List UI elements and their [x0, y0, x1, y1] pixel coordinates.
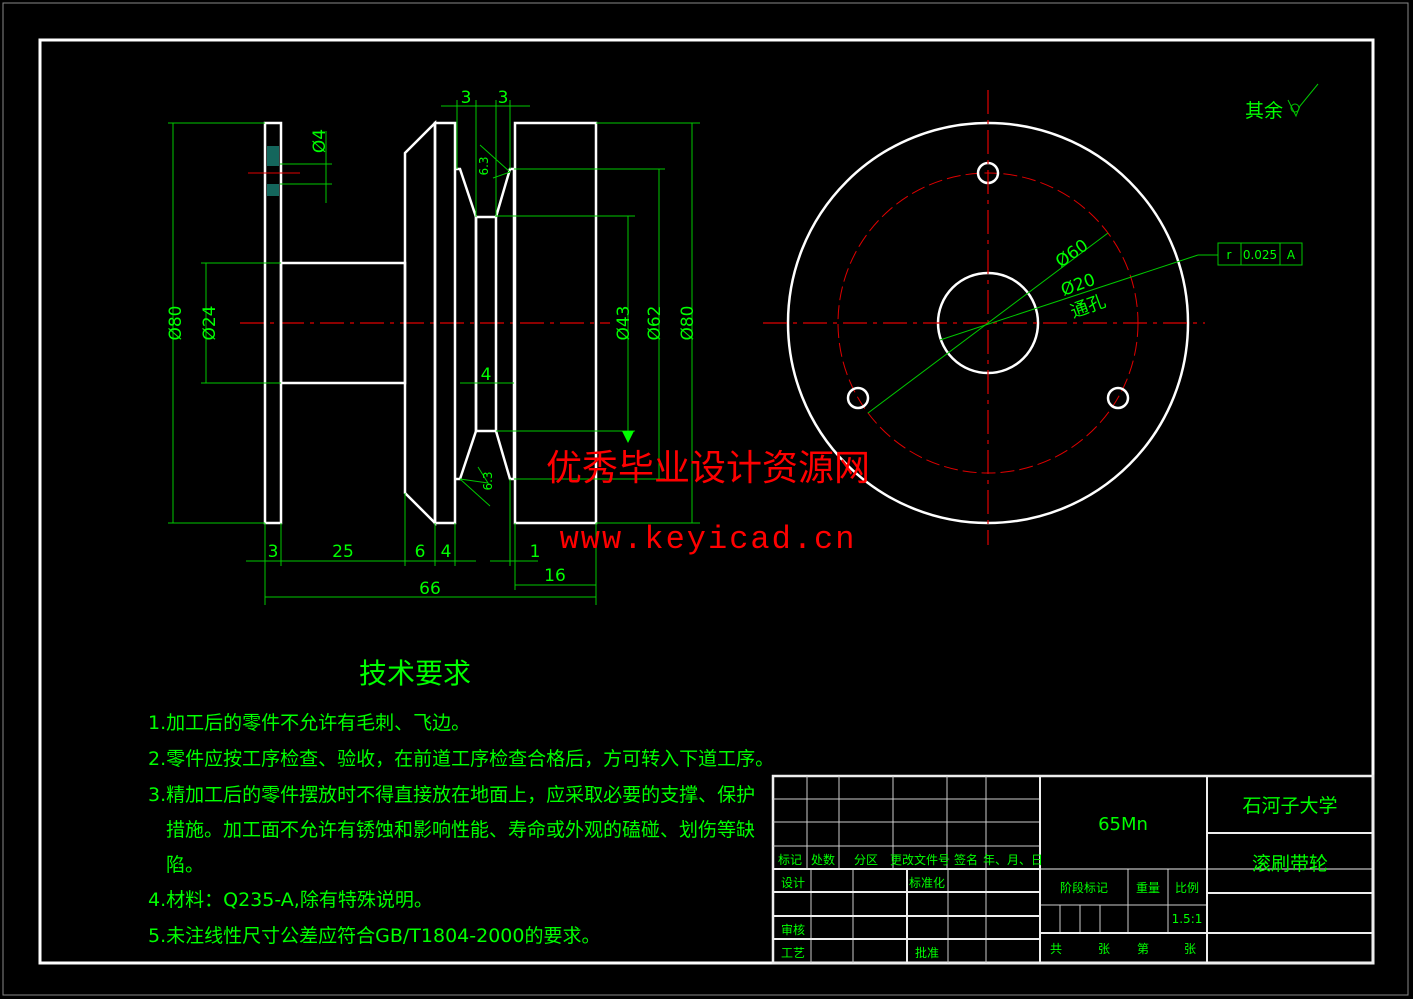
title-block: 标记 处数 分区 更改文件号 签名 年、月、日 设计 标准化 审核 工艺 批准 … — [771, 774, 1375, 965]
dim-25: 25 — [332, 542, 354, 562]
label-standardize: 标准化 — [909, 876, 945, 890]
material: 65Mn — [1098, 814, 1148, 835]
label-process: 工艺 — [781, 946, 805, 960]
requirement-item: 1.加工后的零件不允许有毛刺、飞边。 — [148, 712, 470, 734]
dim-d80-right: Ø80 — [678, 305, 698, 340]
requirement-item: 2.零件应按工序检查、验收，在前道工序检查合格后，方可转入下道工序。 — [148, 748, 774, 770]
dim-d62: Ø62 — [645, 305, 665, 340]
dim-4: 4 — [441, 542, 452, 562]
label-approve: 批准 — [915, 945, 939, 960]
drawing-frame — [38, 38, 1375, 965]
dim-16: 16 — [544, 566, 566, 586]
header-zone: 分区 — [854, 853, 878, 867]
header-mark: 标记 — [778, 853, 802, 867]
dim-d60: Ø60 — [1052, 236, 1092, 272]
dim-top-3b: 3 — [498, 88, 509, 108]
header-change-doc: 更改文件号 — [890, 852, 950, 867]
dim-1: 1 — [530, 542, 541, 562]
section-hatch — [267, 184, 279, 196]
wheel-body — [513, 121, 598, 525]
section-hatch — [267, 146, 279, 166]
bolt-hole — [1106, 386, 1130, 410]
school-name: 石河子大学 — [1242, 795, 1337, 817]
requirement-item: 措施。加工面不允许有锈蚀和影响性能、寿命或外观的磕碰、划伤等缺 — [166, 819, 755, 841]
label-review: 审核 — [781, 922, 805, 937]
requirement-item: 3.精加工后的零件摆放时不得直接放在地面上，应采取必要的支撑、保护 — [148, 784, 755, 806]
watermark-url: www.keyicad.cn — [560, 521, 857, 558]
dim-d80-left: Ø80 — [166, 305, 186, 340]
requirement-item: 5.未注线性尺寸公差应符合GB/T1804-2000的要求。 — [148, 925, 600, 947]
label-sheet-no: 第 — [1137, 942, 1149, 956]
header-date: 年、月、日 — [983, 853, 1043, 867]
label-stage-mark: 阶段标记 — [1060, 880, 1108, 895]
dim-3: 3 — [268, 542, 279, 562]
requirement-item: 4.材料：Q235-A,除有特殊说明。 — [148, 889, 433, 911]
dim-d4: Ø4 — [310, 129, 330, 153]
groove-left — [455, 167, 478, 481]
requirement-item: 陷。 — [166, 854, 204, 876]
part-name: 滚刷带轮 — [1252, 853, 1328, 875]
technical-requirements: 技术要求 1.加工后的零件不允许有毛刺、飞边。 2.零件应按工序检查、验收，在前… — [148, 657, 774, 947]
groove-bottom — [474, 215, 498, 433]
tolerance-symbol: r — [1227, 248, 1232, 262]
roughness-bottom: 6.3 — [481, 471, 495, 490]
roughness-top: 6.3 — [477, 156, 491, 175]
tolerance-datum: A — [1287, 248, 1296, 262]
dim-66: 66 — [419, 579, 441, 599]
dim-groove-4: 4 — [481, 365, 492, 385]
scale-value: 1.5:1 — [1172, 912, 1203, 926]
bolt-hole — [846, 386, 870, 410]
front-view: Ø80 Ø24 Ø4 Ø43 Ø62 Ø80 3 3 4 6.3 6.3 3 2… — [166, 88, 700, 605]
dim-top-3a: 3 — [461, 88, 472, 108]
label-sheet-unit: 张 — [1184, 942, 1196, 956]
dim-d24: Ø24 — [200, 305, 220, 340]
requirements-title: 技术要求 — [359, 657, 471, 690]
header-count: 处数 — [811, 852, 835, 867]
watermark-title: 优秀毕业设计资源网 — [546, 448, 870, 489]
disc — [433, 121, 457, 525]
label-sheets-total: 共 — [1050, 942, 1062, 956]
dim-6: 6 — [415, 542, 426, 562]
dimension-lines — [168, 100, 700, 605]
dimension-arrow — [622, 431, 634, 443]
label-design: 设计 — [781, 876, 805, 890]
dim-d43: Ø43 — [614, 305, 634, 340]
label-sheet-unit: 张 — [1098, 942, 1110, 956]
tolerance-value: 0.025 — [1243, 248, 1277, 262]
label-scale: 比例 — [1175, 881, 1199, 895]
surface-rest-label: 其余 — [1245, 100, 1283, 122]
label-weight: 重量 — [1136, 881, 1160, 895]
header-signature: 签名 — [954, 852, 978, 867]
